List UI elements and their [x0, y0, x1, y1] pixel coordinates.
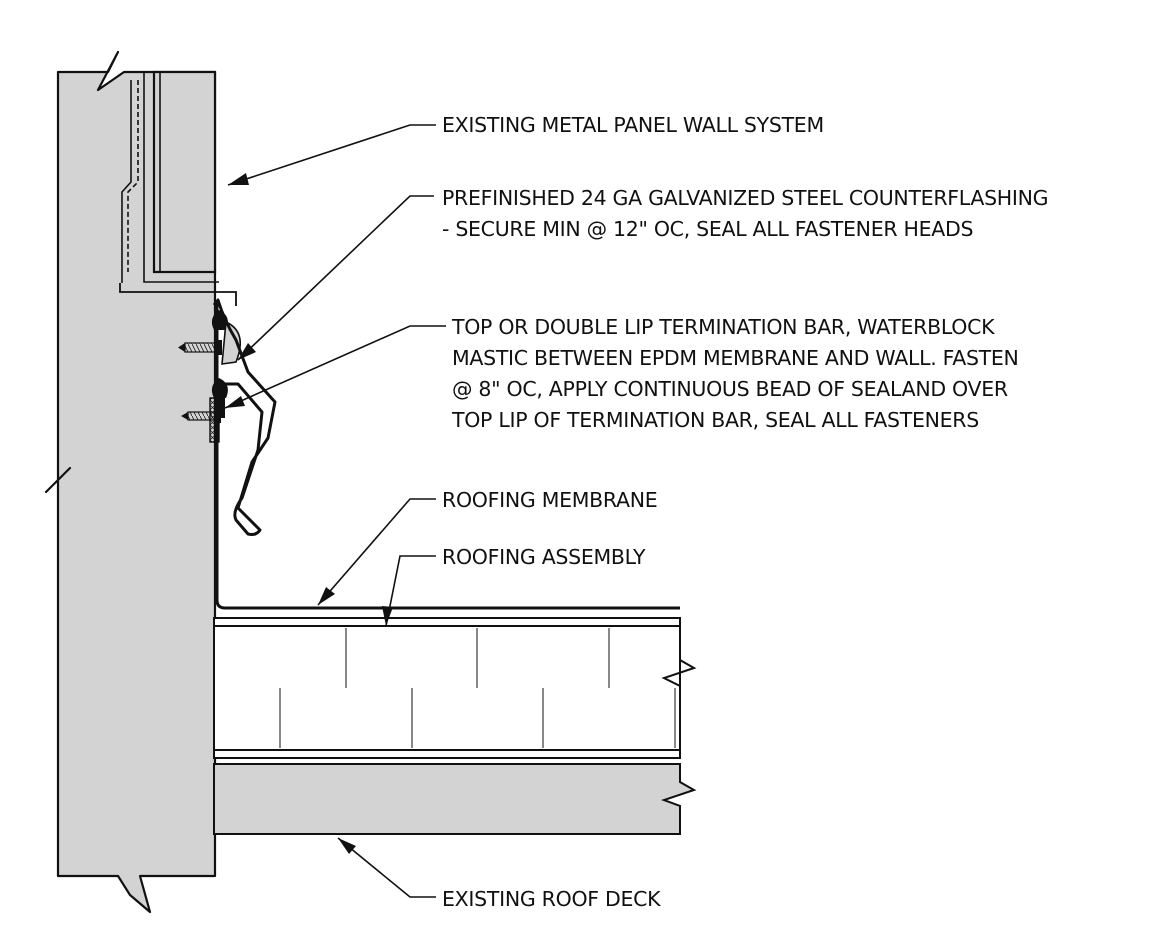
callout-roof-deck-line-1: EXISTING ROOF DECK: [442, 887, 661, 911]
leader-counterflashing: [237, 195, 434, 361]
callout-counterflashing: PREFINISHED 24 GA GALVANIZED STEEL COUNT…: [442, 186, 1055, 241]
leader-roofing-membrane: [317, 498, 436, 606]
callout-roofing-membrane-line-1: ROOFING MEMBRANE: [442, 488, 657, 512]
roofing-membrane-line: [215, 300, 680, 610]
counterflashing: [212, 298, 277, 536]
callout-termination-bar-line-4: TOP LIP OF TERMINATION BAR, SEAL ALL FAS…: [451, 408, 979, 432]
roofing-assembly: [213, 617, 697, 759]
leader-termination-bar: [224, 325, 446, 409]
callout-roofing-assembly: ROOFING ASSEMBLY: [442, 545, 646, 569]
leader-roofing-assembly: [385, 555, 436, 627]
callout-termination-bar: TOP OR DOUBLE LIP TERMINATION BAR, WATER…: [451, 315, 1025, 432]
callout-wall-system-line-1: EXISTING METAL PANEL WALL SYSTEM: [442, 113, 824, 137]
callout-roofing-assembly-line-1: ROOFING ASSEMBLY: [442, 545, 646, 569]
callout-termination-bar-line-2: MASTIC BETWEEN EPDM MEMBRANE AND WALL. F…: [452, 346, 1019, 370]
callout-termination-bar-line-1: TOP OR DOUBLE LIP TERMINATION BAR, WATER…: [451, 315, 995, 339]
fastener-upper: [178, 340, 222, 355]
leader-roof-deck: [337, 837, 436, 898]
leader-wall-system: [227, 124, 436, 186]
callout-wall-system: EXISTING METAL PANEL WALL SYSTEM: [442, 113, 824, 137]
callout-counterflashing-line-1: PREFINISHED 24 GA GALVANIZED STEEL COUNT…: [442, 186, 1048, 210]
metal-panel-wall-system: [119, 70, 237, 306]
fastener-lower: [181, 409, 221, 423]
callout-termination-bar-line-3: @ 8" OC, APPLY CONTINUOUS BEAD OF SEALAN…: [452, 377, 1008, 401]
callout-counterflashing-line-2: - SECURE MIN @ 12" OC, SEAL ALL FASTENER…: [442, 217, 973, 241]
existing-roof-deck: [213, 763, 697, 835]
callout-roof-deck: EXISTING ROOF DECK: [442, 887, 661, 911]
callout-roofing-membrane: ROOFING MEMBRANE: [442, 488, 657, 512]
